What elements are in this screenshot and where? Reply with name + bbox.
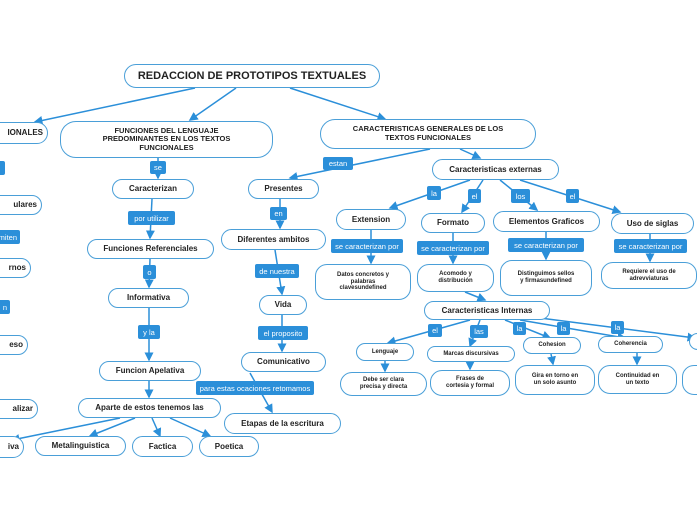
etapas-escritura-node[interactable]: Etapas de la escritura (224, 413, 341, 434)
caracterizan-node[interactable]: Caracterizan (112, 179, 194, 199)
label-el-siglas: el (566, 189, 579, 203)
caracteristicas-generales-node[interactable]: CARACTERISTICAS GENERALES DE LOS TEXTOS … (320, 119, 536, 149)
left-partial-label-0 (0, 161, 5, 175)
label-o: o (143, 265, 156, 279)
acomodo-node[interactable]: Acomodo y distribución (417, 264, 494, 292)
uso-de-siglas-node[interactable]: Uso de siglas (611, 213, 694, 234)
left-partial-label-2: n (0, 300, 10, 314)
label-el-lenguaje: el (428, 324, 442, 337)
label-sc-siglas: se caracterizan por (614, 239, 687, 253)
diferentes-ambitos-node[interactable]: Diferentes ambitos (221, 229, 326, 250)
label-el-proposito: el proposito (258, 326, 308, 340)
extension-node[interactable]: Extension (336, 209, 406, 230)
label-sc-elementos: se caracterizan por (508, 238, 584, 252)
label-la-extension: la (427, 186, 441, 200)
cohesion-node[interactable]: Cohesion (523, 337, 581, 354)
extra-leaf-node-cut[interactable] (682, 365, 697, 395)
label-sc-extension: se caracterizan por (331, 239, 403, 253)
left-partial-node-2[interactable]: ulares (0, 195, 42, 215)
left-partial-node-3[interactable]: rnos (0, 258, 31, 278)
continuidad-node[interactable]: Continuidad en un texto (598, 365, 677, 394)
label-ocasiones: para estas ocaciones retomamos (196, 381, 314, 395)
clara-precisa-node[interactable]: Debe ser clara precisa y directa (340, 372, 427, 396)
left-partial-label-1: miten (0, 230, 20, 244)
frases-cortesia-node[interactable]: Frases de cortesia y formal (430, 370, 510, 396)
left-partial-node-5[interactable]: alizar (0, 399, 38, 419)
formato-node[interactable]: Formato (421, 213, 485, 233)
lenguaje-node[interactable]: Lenguaje (356, 343, 414, 361)
poetica-node[interactable]: Poetica (199, 436, 259, 457)
informativa-node[interactable]: Informativa (108, 288, 189, 308)
label-de-nuestra: de nuestra (255, 264, 299, 278)
elementos-graficos-node[interactable]: Elementos Graficos (493, 211, 600, 232)
factica-node[interactable]: Factica (132, 436, 193, 457)
caracteristicas-externas-node[interactable]: Caracteristicas externas (432, 159, 559, 180)
distinguimos-node[interactable]: Distinguimos sellos y firmasundefined (500, 260, 592, 296)
left-partial-node-1[interactable]: IONALES (0, 122, 48, 144)
label-sc-formato: se caracterizan por (417, 241, 489, 255)
left-partial-node-6[interactable]: iva (0, 436, 24, 458)
requiere-abreviaturas-node[interactable]: Requiere el uso de adrevviaturas (601, 262, 697, 289)
label-y-la: y la (138, 325, 160, 339)
main-title-node[interactable]: REDACCION DE PROTOTIPOS TEXTUALES (124, 64, 380, 88)
label-por-utilizar: por utilizar (128, 211, 175, 225)
label-estan: estan (323, 157, 353, 170)
vida-node[interactable]: Vida (259, 295, 307, 315)
metalinguistica-node[interactable]: Metalinguistica (35, 436, 126, 456)
gira-asunto-node[interactable]: Gira en torno en un solo asunto (515, 365, 595, 395)
label-los-elementos: los (511, 189, 530, 203)
label-la-coherencia: la (557, 322, 570, 335)
marcas-discursivas-node[interactable]: Marcas discursivas (427, 346, 515, 362)
presentes-node[interactable]: Presentes (248, 179, 319, 199)
comunicativo-node[interactable]: Comunicativo (241, 352, 326, 372)
label-en: en (270, 207, 287, 220)
caracteristicas-internas-node[interactable]: Caracteristicas Internas (424, 301, 550, 320)
label-el-formato: el (468, 189, 481, 203)
aparte-node[interactable]: Aparte de estos tenemos las (78, 398, 221, 418)
label-la-cohesion: la (513, 322, 526, 335)
left-partial-node-4[interactable]: eso (0, 335, 28, 355)
label-la-extra: la (611, 321, 624, 334)
coherencia-node[interactable]: Coherencia (598, 336, 663, 353)
funciones-lenguaje-node[interactable]: FUNCIONES DEL LENGUAJE PREDOMINANTES EN … (60, 121, 273, 158)
funcion-apelativa-node[interactable]: Funcion Apelativa (99, 361, 201, 381)
funciones-referenciales-node[interactable]: Funciones Referenciales (87, 239, 214, 259)
label-se: se (150, 161, 166, 174)
datos-concretos-node[interactable]: Datos concretos y palabras clavesundefin… (315, 264, 411, 300)
label-las-marcas: las (470, 325, 488, 338)
